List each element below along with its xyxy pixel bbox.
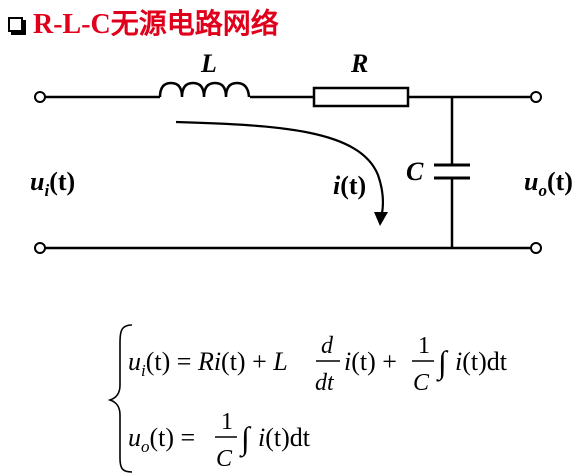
slide-header: R-L-C无源电路网络 xyxy=(8,2,279,42)
svg-text:1: 1 xyxy=(418,333,430,359)
svg-text:i(t)dt: i(t)dt xyxy=(455,347,508,376)
output-voltage-label: uo(t) xyxy=(524,167,573,200)
current-arrow-icon xyxy=(175,120,384,219)
svg-text:uo(t) =: uo(t) = xyxy=(128,423,195,456)
equation-brace-icon xyxy=(107,324,133,473)
inductor-label: L xyxy=(200,49,217,78)
resistor-icon xyxy=(312,86,410,108)
svg-text:ui(t) = Ri(t) + L: ui(t) = Ri(t) + L xyxy=(128,347,288,380)
svg-text:dt: dt xyxy=(315,370,335,396)
svg-text:C: C xyxy=(413,370,430,396)
current-label: i(t) xyxy=(333,171,366,200)
equation-2: uo(t) = 1 C ∫ i(t)dt xyxy=(128,409,311,472)
svg-text:∫: ∫ xyxy=(436,344,449,382)
svg-text:∫: ∫ xyxy=(239,420,252,458)
current-arrowhead-icon xyxy=(374,212,388,226)
output-terminal-bottom xyxy=(530,242,542,254)
capacitor-label: C xyxy=(406,157,424,186)
input-terminal-top xyxy=(34,91,46,103)
checkbox-bullet-icon xyxy=(8,16,23,32)
input-terminal-bottom xyxy=(34,242,46,254)
capacitor-icon xyxy=(434,97,470,248)
output-terminal-top xyxy=(530,91,542,103)
svg-text:d: d xyxy=(321,333,334,359)
resistor-label: R xyxy=(350,49,368,78)
svg-text:i(t) +: i(t) + xyxy=(344,347,397,376)
slide-title: R-L-C无源电路网络 xyxy=(33,9,279,40)
inductor-coil-icon xyxy=(158,81,251,98)
input-voltage-label: ui(t) xyxy=(30,167,75,200)
svg-text:1: 1 xyxy=(221,409,233,435)
equation-1: ui(t) = Ri(t) + L d dt i(t) + 1 C ∫ i(t)… xyxy=(128,333,508,396)
svg-text:i(t)dt: i(t)dt xyxy=(258,423,311,452)
svg-text:C: C xyxy=(216,446,233,472)
